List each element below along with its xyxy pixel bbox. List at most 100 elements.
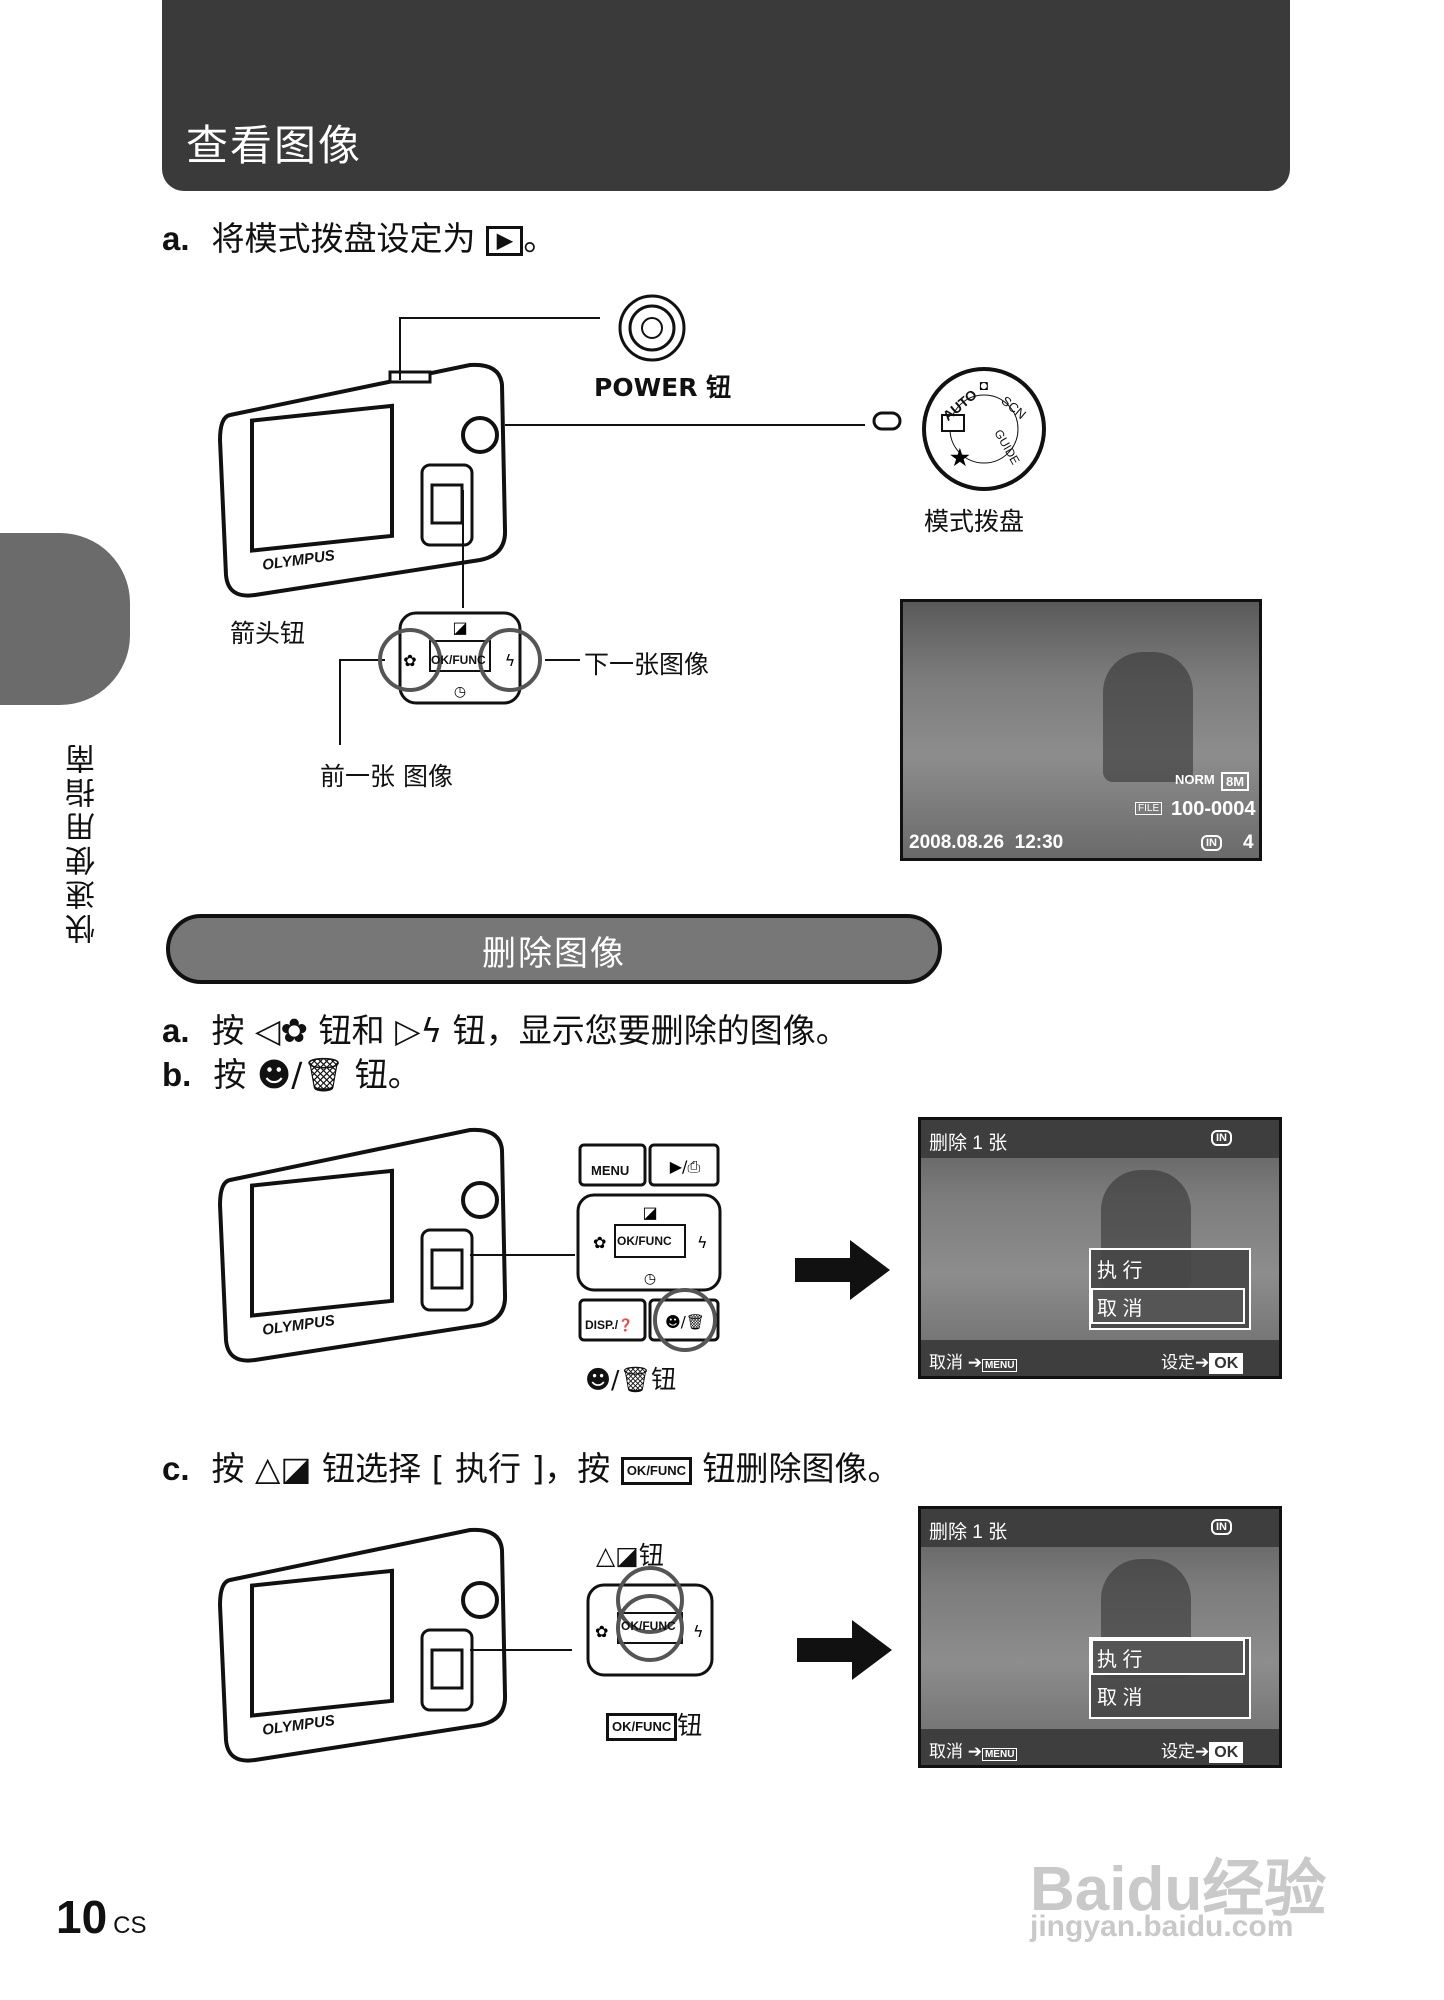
step-letter: b.	[162, 1056, 192, 1093]
photo-figure	[1103, 652, 1193, 782]
svg-text:◷: ◷	[454, 684, 466, 700]
lcd-title-bar	[921, 1120, 1279, 1158]
set-text: 设定	[1161, 1353, 1195, 1372]
menu-option-execute[interactable]: 执 行	[1097, 1649, 1143, 1671]
step-end: 。	[523, 219, 557, 258]
delete-step-a: a.按 ◁✿ 钮和 ▷ϟ 钮，显示您要删除的图像。	[162, 1004, 849, 1052]
step-text: 钮。	[354, 1055, 421, 1094]
okfunc-label: OK/FUNC	[617, 1234, 672, 1248]
lcd-in: IN	[1211, 1519, 1232, 1535]
lcd-delete-screen-2: 删除 1 张 IN 执 行 取 消 取消 ➔MENU 设定➔OK	[918, 1506, 1282, 1768]
svg-text:◷: ◷	[644, 1271, 656, 1287]
delete-step-c: c.按 △◪ 钮选择 [ 执行 ]，按 OK/FUNC 钮删除图像。	[162, 1442, 901, 1490]
page-lang: CS	[113, 1912, 147, 1939]
button-panel-graphic: ▶/⎙ ◪ ✿ ϟ ◷ ☻/🗑	[576, 1143, 722, 1352]
step-text: 按	[211, 1449, 245, 1488]
okfunc-label: OK/FUNC	[431, 653, 486, 667]
delete-step-b: b. 按 ☻/🗑 钮。	[162, 1048, 421, 1096]
svg-text:ϟ: ϟ	[693, 1622, 704, 1641]
section-delete-title: 删除图像	[482, 934, 626, 974]
lcd-cancel: 取消 ➔MENU	[929, 1348, 1018, 1373]
menu-option-cancel[interactable]: 取 消	[1097, 1298, 1143, 1320]
camera-illustration-2	[217, 1127, 575, 1363]
right-arrow-icon	[795, 1240, 890, 1300]
lcd-file-number: 100-0004	[1171, 798, 1256, 820]
side-tab	[0, 533, 130, 705]
menu-tag: MENU	[981, 1359, 1018, 1372]
svg-text:ϟ: ϟ	[505, 651, 516, 670]
playback-icon: ▶	[486, 225, 524, 256]
svg-text:◪: ◪	[452, 618, 467, 637]
svg-text:✿: ✿	[595, 1622, 608, 1641]
lcd-set: 设定➔OK	[1161, 1348, 1244, 1374]
camera-illustration-1	[217, 362, 508, 598]
svg-text:◪: ◪	[642, 1203, 657, 1222]
svg-text:✿: ✿	[403, 651, 416, 670]
camera-illustration-3	[217, 1527, 572, 1763]
svg-text:☻/🗑: ☻/🗑	[665, 1313, 705, 1331]
ok-tag: OK	[1209, 1742, 1244, 1763]
caption-text: 钮	[638, 1541, 664, 1570]
lcd-menu: 执 行 取 消	[1089, 1637, 1251, 1719]
left-arrow-macro-icon: ◁✿	[255, 1011, 309, 1050]
cancel-text: 取消	[929, 1742, 963, 1761]
lcd-count: 4	[1243, 832, 1254, 853]
power-button-icon	[618, 294, 686, 362]
header-bar	[162, 0, 1290, 191]
arrow-pad-graphic: ◪ ✿ ϟ ◷	[378, 611, 542, 705]
step-text: 按	[211, 1011, 245, 1050]
arrow-pad-label: 箭头钮	[230, 619, 306, 648]
up-exposure-icon: △◪	[596, 1541, 639, 1570]
arrow-pad-graphic-3: ✿ ϟ	[586, 1566, 714, 1677]
step-text: 钮，显示您要删除的图像。	[452, 1011, 849, 1050]
menu-selection	[1091, 1639, 1245, 1675]
cancel-text: 取消	[929, 1353, 963, 1372]
lcd-menu: 执 行 取 消	[1089, 1248, 1251, 1330]
watermark-url: jingyan.baidu.com	[1030, 1910, 1294, 1943]
prev-image-label: 前一张 图像	[320, 762, 453, 791]
caption-text: 钮	[651, 1365, 677, 1394]
lcd-title: 删除 1 张	[929, 1133, 1008, 1154]
svg-text:✿: ✿	[593, 1233, 606, 1252]
watermark-brand: Baidu经验	[1030, 1855, 1327, 1924]
svg-text:★: ★	[950, 445, 970, 470]
lcd-file-tag: FILE	[1135, 802, 1163, 815]
step-text: 钮选择 [ 执行 ]，按	[322, 1449, 611, 1488]
menu-option-cancel[interactable]: 取 消	[1097, 1687, 1143, 1709]
lcd-in: IN	[1201, 835, 1222, 851]
menu-button-label: MENU	[591, 1163, 630, 1178]
right-arrow-flash-icon: ▷ϟ	[395, 1011, 443, 1050]
mode-dial-icon	[872, 411, 902, 431]
ok-tag: OK	[1209, 1353, 1244, 1374]
menu-selection	[1091, 1288, 1245, 1324]
power-label: POWER 钮	[594, 373, 732, 402]
right-arrow-icon	[797, 1620, 892, 1680]
up-button-caption: △◪钮	[596, 1536, 664, 1572]
mode-dial-label: 模式拨盘	[924, 507, 1025, 536]
lcd-playback-screen: NORM 8M FILE 100-0004 2008.08.26 12:30 I…	[900, 599, 1262, 861]
page-title: 查看图像	[186, 121, 363, 170]
step-letter: c.	[162, 1450, 190, 1487]
svg-text:▶/⎙: ▶/⎙	[670, 1157, 701, 1176]
disp-button-label: DISP./❓	[585, 1318, 634, 1332]
okfunc-icon: OK/FUNC	[606, 1713, 678, 1741]
page-number-value: 10	[56, 1891, 108, 1943]
section-delete-header	[166, 914, 942, 984]
lcd-size: 8M	[1221, 772, 1250, 791]
okfunc-label: OK/FUNC	[621, 1619, 676, 1633]
step-text: 钮删除图像。	[702, 1449, 901, 1488]
step-text: 将模式拨盘设定为	[211, 219, 476, 258]
step-text: 按	[213, 1055, 247, 1094]
lcd-title: 删除 1 张	[929, 1522, 1008, 1543]
face-trash-icon: ☻/🗑	[256, 1055, 345, 1094]
mode-dial-graphic: ◘ ★	[922, 367, 1046, 491]
face-trash-icon: ☻/🗑	[585, 1365, 652, 1394]
trash-button-caption: ☻/🗑钮	[585, 1360, 676, 1396]
view-step-a: a.将模式拨盘设定为 ▶。	[162, 212, 556, 260]
lcd-in: IN	[1211, 1130, 1232, 1146]
okfunc-icon: OK/FUNC	[620, 1456, 693, 1485]
menu-option-execute[interactable]: 执 行	[1097, 1260, 1143, 1282]
